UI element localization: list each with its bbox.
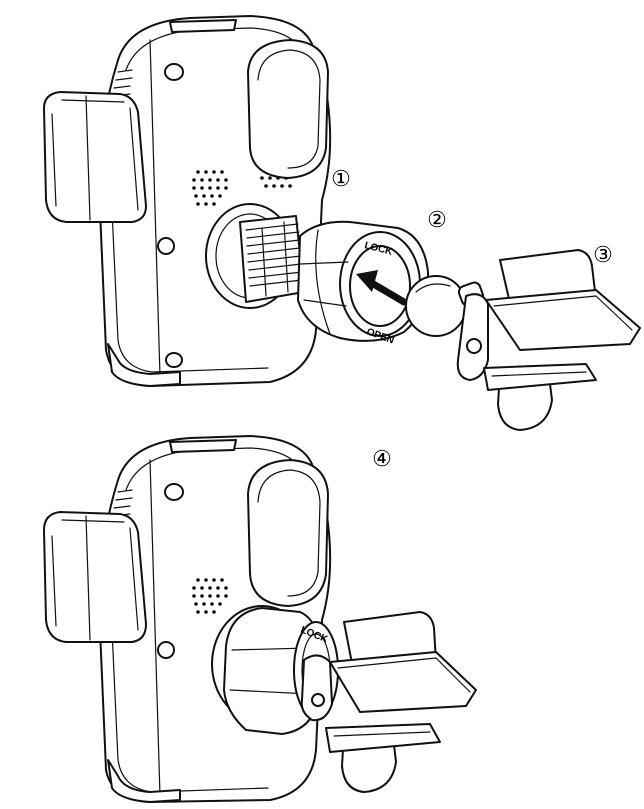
side-grip-arm-top (43, 91, 147, 223)
lock-ring-top: LOCK OPEN (297, 220, 430, 347)
vent-clip-bottom (325, 611, 477, 793)
vent-clip-top (456, 249, 641, 431)
thread-stem-top (205, 203, 305, 309)
top-grip-pad-bottom (247, 459, 329, 607)
rotate-arrow-icon (356, 270, 408, 306)
bottom-assembly: LOCK ④ (43, 435, 477, 803)
step-4-label: ④ (372, 446, 392, 471)
top-grip-pad-top (247, 39, 329, 179)
lock-ring-bottom: LOCK (211, 605, 339, 735)
step-1-label: ① (331, 166, 351, 191)
step-3-label: ③ (593, 242, 613, 267)
side-grip-arm-bottom (43, 511, 147, 643)
top-assembly: LOCK OPEN ① ② ③ (43, 15, 641, 431)
step-2-label: ② (427, 207, 447, 232)
